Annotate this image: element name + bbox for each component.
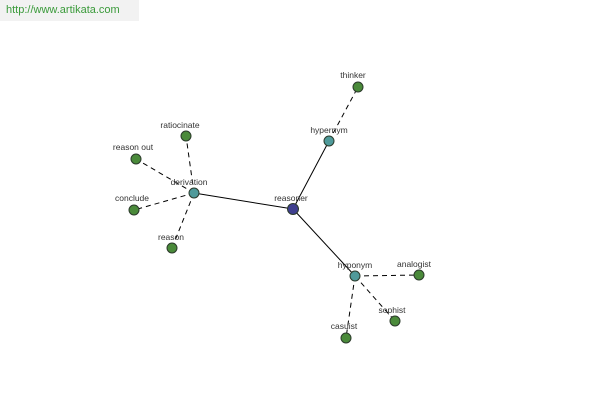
edge-hypernym-thinker bbox=[328, 86, 359, 142]
edge-reasoner-hypernym bbox=[292, 140, 330, 210]
node-thinker[interactable]: thinker bbox=[340, 70, 366, 93]
node-reasoner[interactable]: reasoner bbox=[274, 193, 308, 215]
nodes-layer: reasoner derivation hypernym hyponym thinker… bbox=[113, 70, 432, 344]
node-sophist[interactable]: sophist bbox=[379, 305, 407, 327]
node-conclude-dot[interactable] bbox=[128, 204, 140, 216]
node-reason-out[interactable]: reason out bbox=[113, 142, 154, 165]
node-casuist-label[interactable]: casuist bbox=[331, 321, 358, 331]
node-reasoner-dot[interactable] bbox=[287, 203, 299, 215]
node-sophist-label[interactable]: sophist bbox=[379, 305, 407, 315]
node-reason[interactable]: reason bbox=[158, 232, 184, 254]
edge-hyponym-casuist bbox=[345, 275, 356, 339]
node-reason-out-dot[interactable] bbox=[130, 153, 142, 165]
node-reason-out-label[interactable]: reason out bbox=[113, 142, 154, 152]
edge-hyponym-analogist bbox=[354, 274, 420, 277]
node-thinker-dot[interactable] bbox=[352, 81, 364, 93]
node-hypernym[interactable]: hypernym bbox=[310, 125, 348, 147]
node-casuist[interactable]: casuist bbox=[331, 321, 358, 344]
edge-reasoner-hyponym bbox=[292, 208, 356, 277]
edge-hyponym-sophist bbox=[354, 275, 396, 322]
node-derivation[interactable]: derivation bbox=[171, 177, 208, 199]
node-casuist-dot[interactable] bbox=[340, 332, 352, 344]
watermark-url[interactable]: http://www.artikata.com bbox=[0, 0, 139, 21]
node-conclude[interactable]: conclude bbox=[115, 193, 149, 216]
node-reasoner-label[interactable]: reasoner bbox=[274, 193, 308, 203]
node-reason-dot[interactable] bbox=[166, 242, 178, 254]
node-analogist[interactable]: analogist bbox=[397, 259, 432, 281]
node-ratiocinate-label[interactable]: ratiocinate bbox=[160, 120, 199, 130]
node-ratiocinate-dot[interactable] bbox=[180, 130, 192, 142]
edges-layer bbox=[133, 86, 420, 339]
node-hyponym[interactable]: hyponym bbox=[338, 260, 373, 282]
node-reason-label[interactable]: reason bbox=[158, 232, 184, 242]
node-thinker-label[interactable]: thinker bbox=[340, 70, 366, 80]
node-analogist-label[interactable]: analogist bbox=[397, 259, 432, 269]
node-hyponym-label[interactable]: hyponym bbox=[338, 260, 373, 270]
edge-derivation-conclude bbox=[133, 192, 195, 211]
edge-derivation-reason bbox=[171, 192, 195, 249]
node-analogist-dot[interactable] bbox=[413, 269, 425, 281]
node-hypernym-label[interactable]: hypernym bbox=[310, 125, 347, 135]
node-hyponym-dot[interactable] bbox=[349, 270, 361, 282]
node-hypernym-dot[interactable] bbox=[323, 135, 335, 147]
edge-reasoner-derivation bbox=[193, 192, 294, 210]
node-sophist-dot[interactable] bbox=[389, 315, 401, 327]
node-ratiocinate[interactable]: ratiocinate bbox=[160, 120, 200, 142]
node-derivation-label[interactable]: derivation bbox=[171, 177, 208, 187]
edge-derivation-reason-out bbox=[135, 158, 195, 194]
node-derivation-dot[interactable] bbox=[188, 187, 200, 199]
node-conclude-label[interactable]: conclude bbox=[115, 193, 149, 203]
edge-derivation-ratiocinate bbox=[185, 135, 195, 194]
